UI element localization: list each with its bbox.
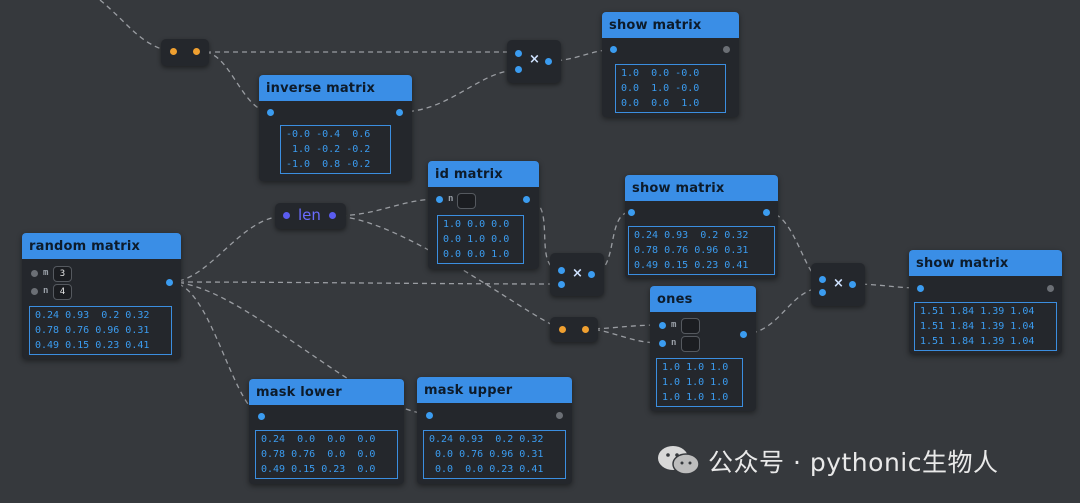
param-n-field[interactable] [457, 193, 476, 209]
multiply-input-b-port[interactable] [515, 66, 522, 73]
m-input-port[interactable] [31, 270, 38, 277]
matrix-display: 1.0 0.0 -0.0 0.0 1.0 -0.0 0.0 0.0 1.0 [615, 64, 726, 113]
n-input-port[interactable] [659, 340, 666, 347]
len-label: len [298, 206, 321, 224]
n-input-port[interactable] [436, 196, 443, 203]
param-n-field[interactable] [681, 336, 700, 352]
reroute-output-port[interactable] [582, 326, 589, 333]
multiply-input-b-port[interactable] [558, 281, 565, 288]
wire [331, 198, 440, 217]
param-m-field[interactable]: 3 [53, 266, 72, 282]
multiply-icon: × [572, 266, 583, 281]
multiply-input-a-port[interactable] [515, 50, 522, 57]
output-port[interactable] [723, 46, 730, 53]
matrix-display: 1.0 1.0 1.0 1.0 1.0 1.0 1.0 1.0 1.0 [656, 358, 743, 407]
param-m-label: m [43, 268, 49, 278]
reroute-input-port[interactable] [559, 326, 566, 333]
param-n-label: n [448, 194, 454, 204]
param-m-field[interactable] [681, 318, 700, 334]
multiply-input-a-port[interactable] [558, 267, 565, 274]
matrix-display: 0.24 0.93 0.2 0.32 0.78 0.76 0.96 0.31 0… [29, 306, 172, 355]
multiply-icon: × [833, 276, 844, 291]
ones-node[interactable]: ones m n 1.0 1.0 1.0 1.0 1.0 1.0 1.0 1.0… [650, 286, 756, 411]
watermark-text: 公众号 · pythonic生物人 [708, 448, 999, 477]
wechat-icon [658, 446, 700, 475]
node-title: inverse matrix [259, 75, 412, 101]
matrix-display: 0.24 0.93 0.2 0.32 0.0 0.76 0.96 0.31 0.… [423, 430, 566, 479]
matrix-display: 0.24 0.0 0.0 0.0 0.78 0.76 0.0 0.0 0.49 … [255, 430, 398, 479]
len-node[interactable]: len [275, 203, 346, 229]
param-m-label: m [671, 320, 677, 330]
input-port[interactable] [267, 109, 274, 116]
node-title: mask lower [249, 379, 404, 405]
len-input-port[interactable] [283, 212, 290, 219]
param-n-field[interactable]: 4 [53, 284, 72, 300]
reroute-input-port[interactable] [170, 48, 177, 55]
wire [169, 281, 261, 417]
param-n-label: n [43, 286, 49, 296]
show-matrix-node-top[interactable]: show matrix 1.0 0.0 -0.0 0.0 1.0 -0.0 0.… [602, 12, 739, 117]
show-matrix-node-right[interactable]: show matrix 1.51 1.84 1.39 1.04 1.51 1.8… [909, 250, 1062, 354]
output-port[interactable] [763, 209, 770, 216]
output-port[interactable] [1047, 285, 1054, 292]
multiply-node[interactable]: × [550, 253, 604, 296]
matrix-display: 1.0 0.0 0.0 0.0 1.0 0.0 0.0 0.0 1.0 [437, 215, 524, 264]
input-port[interactable] [628, 209, 635, 216]
id-matrix-node[interactable]: id matrix n 1.0 0.0 0.0 0.0 1.0 0.0 0.0 … [428, 161, 539, 269]
node-title: id matrix [428, 161, 539, 187]
input-port[interactable] [610, 46, 617, 53]
multiply-output-port[interactable] [849, 281, 856, 288]
show-matrix-node-mid[interactable]: show matrix 0.24 0.93 0.2 0.32 0.78 0.76… [625, 175, 778, 278]
matrix-display: -0.0 -0.4 0.6 1.0 -0.2 -0.2 -1.0 0.8 -0.… [280, 125, 391, 174]
multiply-node[interactable]: × [811, 263, 865, 306]
input-port[interactable] [917, 285, 924, 292]
len-output-port[interactable] [329, 212, 336, 219]
m-input-port[interactable] [659, 322, 666, 329]
multiply-input-b-port[interactable] [819, 289, 826, 296]
node-title: mask upper [417, 377, 572, 403]
node-title: show matrix [909, 250, 1062, 276]
output-port[interactable] [523, 196, 530, 203]
reroute-node[interactable] [161, 39, 209, 66]
wire [169, 281, 562, 285]
mask-upper-node[interactable]: mask upper 0.24 0.93 0.2 0.32 0.0 0.76 0… [417, 377, 572, 484]
multiply-icon: × [529, 52, 540, 67]
multiply-output-port[interactable] [588, 271, 595, 278]
param-n-label: n [671, 338, 677, 348]
wire [399, 69, 519, 113]
input-port[interactable] [258, 413, 265, 420]
node-title: show matrix [602, 12, 739, 38]
n-input-port[interactable] [31, 288, 38, 295]
output-port[interactable] [396, 109, 403, 116]
node-title: random matrix [22, 233, 181, 259]
matrix-display: 1.51 1.84 1.39 1.04 1.51 1.84 1.39 1.04 … [914, 302, 1057, 351]
input-port[interactable] [426, 412, 433, 419]
multiply-input-a-port[interactable] [819, 276, 826, 283]
inverse-matrix-node[interactable]: inverse matrix -0.0 -0.4 0.6 1.0 -0.2 -0… [259, 75, 412, 181]
reroute-node[interactable] [550, 317, 598, 342]
node-title: show matrix [625, 175, 778, 201]
node-title: ones [650, 286, 756, 312]
output-port[interactable] [166, 279, 173, 286]
reroute-output-port[interactable] [193, 48, 200, 55]
multiply-output-port[interactable] [545, 58, 552, 65]
mask-lower-node[interactable]: mask lower 0.24 0.0 0.0 0.0 0.78 0.76 0.… [249, 379, 404, 484]
output-port[interactable] [740, 331, 747, 338]
wire [169, 215, 286, 283]
random-matrix-node[interactable]: random matrix m 3 n 4 0.24 0.93 0.2 0.32… [22, 233, 181, 359]
matrix-display: 0.24 0.93 0.2 0.32 0.78 0.76 0.96 0.31 0… [628, 226, 775, 275]
output-port[interactable] [556, 412, 563, 419]
multiply-node[interactable]: × [507, 40, 561, 83]
